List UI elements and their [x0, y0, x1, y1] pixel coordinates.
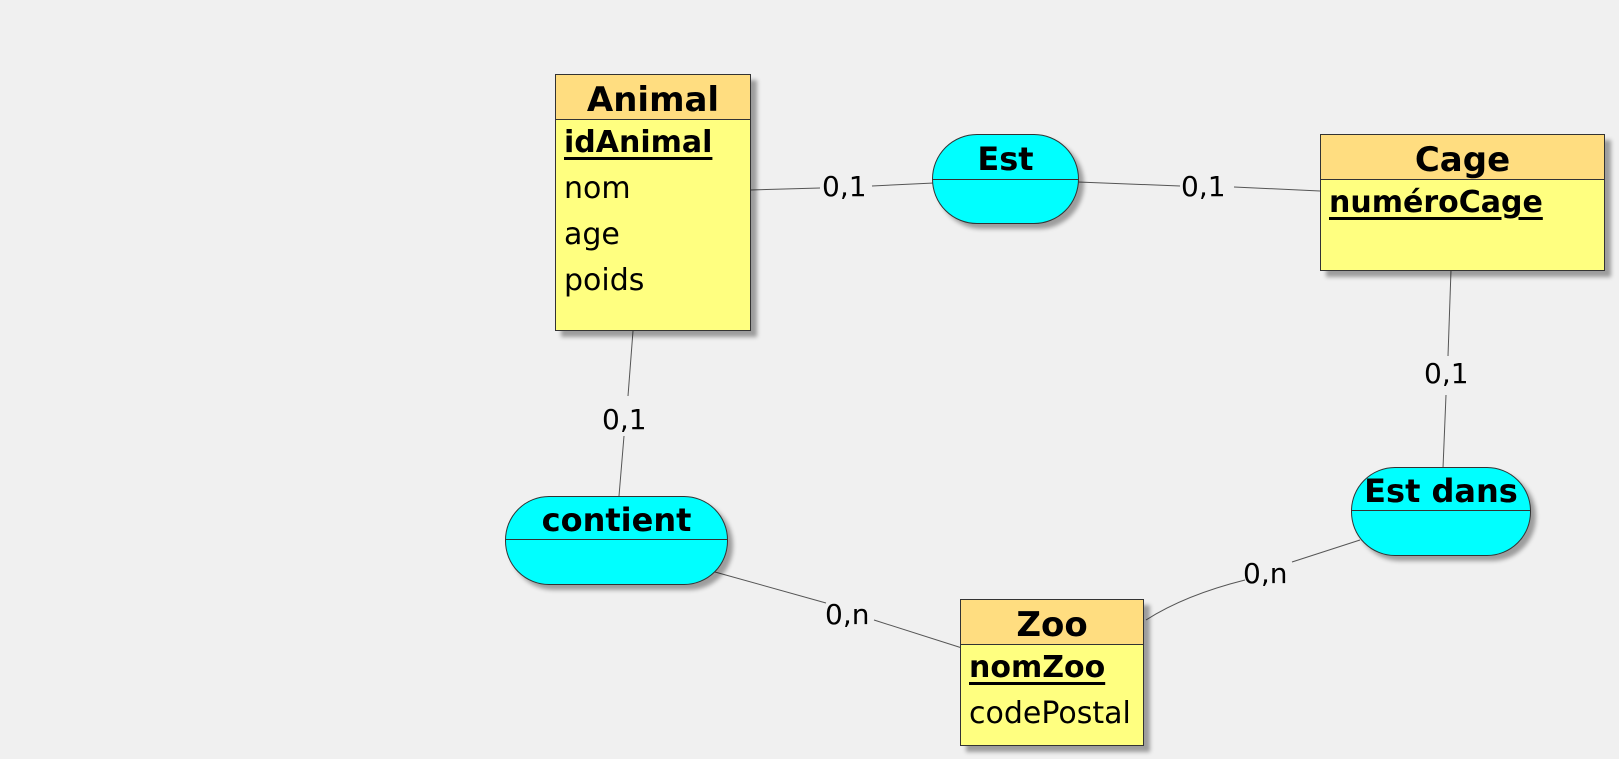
entity-animal-key: idAnimal — [564, 125, 713, 160]
link-zoo-estdans — [1145, 579, 1246, 621]
link-est-cage-2 — [1233, 186, 1321, 192]
link-animal-est-2 — [871, 182, 935, 187]
cardinality-animal-est: 0,1 — [822, 170, 867, 203]
entity-animal-attr-poids: poids — [564, 263, 645, 298]
association-contient[interactable]: contient — [505, 496, 728, 585]
association-est-dans[interactable]: Est dans — [1351, 467, 1531, 556]
entity-zoo-title: Zoo — [961, 600, 1143, 645]
cardinality-cage-estdans: 0,1 — [1424, 357, 1469, 390]
entity-zoo[interactable]: Zoo nomZoo codePostal — [960, 599, 1144, 746]
link-zoo-estdans-2 — [1291, 539, 1361, 563]
link-contient-zoo-2 — [873, 619, 963, 649]
entity-zoo-attr-codepostal: codePostal — [969, 696, 1131, 731]
entity-animal-attr-age: age — [564, 217, 620, 252]
entity-cage[interactable]: Cage numéroCage — [1320, 134, 1605, 271]
link-contient-zoo — [714, 571, 827, 604]
cardinality-zoo-contient: 0,n — [825, 598, 870, 631]
association-est[interactable]: Est — [932, 134, 1079, 224]
cardinality-zoo-estdans: 0,n — [1243, 557, 1288, 590]
entity-cage-title: Cage — [1321, 135, 1604, 180]
entity-animal[interactable]: Animal idAnimal nom age poids — [555, 74, 751, 331]
entity-zoo-key: nomZoo — [969, 650, 1106, 685]
association-contient-title: contient — [506, 497, 727, 540]
entity-cage-key: numéroCage — [1329, 185, 1543, 220]
link-animal-est — [749, 187, 821, 191]
entity-animal-attr-nom: nom — [564, 171, 631, 206]
association-est-dans-title: Est dans — [1352, 468, 1530, 511]
link-cage-estdans-2 — [1442, 394, 1447, 469]
link-animal-contient-2 — [618, 435, 625, 497]
link-animal-contient — [627, 330, 634, 397]
cardinality-cage-est: 0,1 — [1181, 170, 1226, 203]
link-est-cage — [1077, 181, 1181, 187]
cardinality-animal-contient: 0,1 — [602, 403, 647, 436]
link-cage-estdans — [1447, 269, 1452, 357]
association-est-title: Est — [933, 135, 1078, 180]
entity-animal-title: Animal — [556, 75, 750, 120]
